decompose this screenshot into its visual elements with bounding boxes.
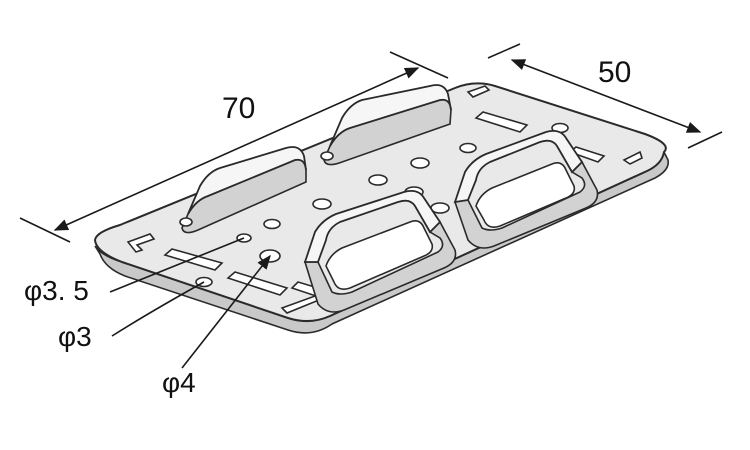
leader-phi4 <box>181 254 271 369</box>
hole <box>368 174 388 186</box>
rect-slot <box>226 271 289 296</box>
callout-phi3-label: φ3 <box>58 321 92 352</box>
corner-slot <box>622 150 643 165</box>
hole <box>410 157 430 169</box>
plate <box>93 82 670 334</box>
hole <box>459 142 477 154</box>
rib-front-left <box>303 189 457 313</box>
leader-phi35 <box>109 237 245 293</box>
rect-slot <box>163 248 224 271</box>
extension-line-top-right <box>487 43 521 59</box>
rib-front-right <box>453 129 599 249</box>
rib-back-right <box>320 84 452 166</box>
rect-slot <box>474 111 529 133</box>
corner-slot <box>126 233 156 253</box>
hole-phi35 <box>263 218 281 230</box>
callout-phi35-label: φ3. 5 <box>24 275 89 306</box>
rib-back-left <box>179 146 307 234</box>
dimension-line-width <box>510 59 702 133</box>
dimension-line-length <box>53 67 420 231</box>
extension-line-left <box>19 217 71 243</box>
leader-phi3 <box>111 281 205 337</box>
callout-phi4-label: φ4 <box>162 367 196 398</box>
extension-line-right <box>687 131 723 149</box>
width-dimension-label: 50 <box>598 56 631 89</box>
length-dimension-label: 70 <box>222 92 255 125</box>
hole <box>312 198 332 210</box>
extension-line-top-left <box>389 51 449 79</box>
corner-slot <box>466 85 491 98</box>
